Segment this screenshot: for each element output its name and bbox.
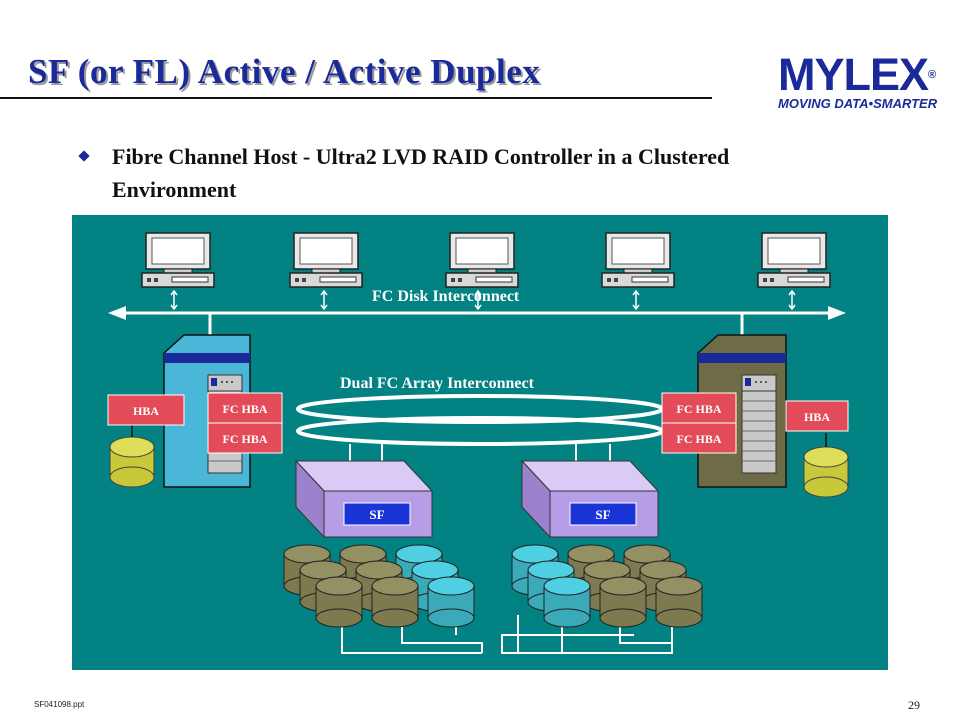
left-fc-hba-1: FC HBA (207, 392, 283, 424)
dual-fc-array-interconnect-label: Dual FC Array Interconnect (340, 375, 535, 392)
left-hba-box: HBA (107, 394, 185, 426)
right-fc-hba-2: FC HBA (661, 422, 737, 454)
sf-controller-right: SF (520, 459, 660, 539)
san-diagram: FC Disk Interconnect Dual FC Array Inter… (72, 215, 888, 670)
svg-text:HBA: HBA (804, 410, 830, 424)
fc-disk-interconnect-bus (108, 306, 846, 337)
page-number: 29 (908, 698, 920, 712)
left-local-disk (109, 436, 155, 488)
registered-mark: ® (928, 69, 936, 81)
logo-tagline: MOVING DATA•SMARTER (778, 96, 938, 111)
right-disk-array (511, 544, 703, 628)
sf-controller-left: SF (294, 459, 434, 539)
right-hba-box: HBA (785, 400, 849, 432)
mylex-logo: MYLEX® MOVING DATA•SMARTER (778, 52, 938, 118)
bullet-icon (78, 150, 90, 162)
footer-filename: SF041098.ppt (34, 700, 85, 709)
fc-disk-interconnect-label: FC Disk Interconnect (372, 288, 520, 305)
workstation-2 (289, 232, 363, 288)
svg-text:FC HBA: FC HBA (677, 402, 722, 416)
right-local-disk (803, 446, 849, 498)
svg-text:SF: SF (595, 507, 610, 522)
workstation-4 (601, 232, 675, 288)
updown-arrow-icon (788, 290, 796, 310)
updown-arrow-icon (632, 290, 640, 310)
dual-fc-loops (296, 394, 664, 446)
svg-text:FC HBA: FC HBA (223, 432, 268, 446)
logo-wordmark: MYLEX® (778, 49, 936, 100)
workstation-5 (757, 232, 831, 288)
bullet-text: Fibre Channel Host - Ultra2 LVD RAID Con… (112, 144, 730, 202)
workstation-1 (141, 232, 215, 288)
svg-text:FC HBA: FC HBA (223, 402, 268, 416)
svg-text:HBA: HBA (133, 404, 159, 418)
left-fc-hba-2: FC HBA (207, 422, 283, 454)
left-disk-array (283, 544, 475, 628)
workstation-3 (445, 232, 519, 288)
svg-text:FC HBA: FC HBA (677, 432, 722, 446)
svg-text:SF: SF (369, 507, 384, 522)
slide-title: SF (or FL) Active / Active Duplex (28, 52, 541, 91)
updown-arrow-icon (320, 290, 328, 310)
right-fc-hba-1: FC HBA (661, 392, 737, 424)
title-underline (0, 97, 712, 99)
updown-arrow-icon (170, 290, 178, 310)
